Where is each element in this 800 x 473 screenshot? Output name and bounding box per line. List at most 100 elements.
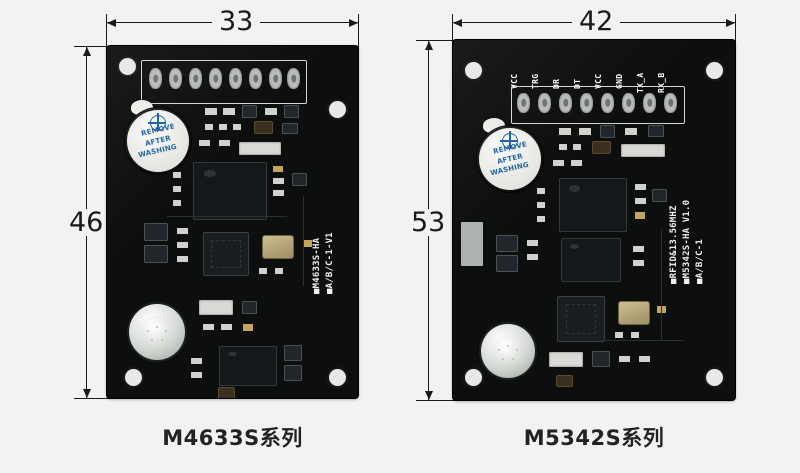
smd-resistor xyxy=(579,128,591,135)
smd-capacitor xyxy=(173,172,181,178)
pin-pad-dt[interactable] xyxy=(580,93,593,113)
smd-mosfet xyxy=(285,366,301,380)
smd-resistor xyxy=(633,246,644,252)
crosshair-icon xyxy=(500,130,518,149)
pcb-trace xyxy=(303,196,304,286)
smd-resistor xyxy=(219,140,230,146)
smd-resistor xyxy=(177,256,188,262)
extension-line-right-side-t xyxy=(416,40,456,41)
pin-pad-vcc-2[interactable] xyxy=(601,93,614,113)
smd-capacitor xyxy=(559,144,567,150)
smd-resistor xyxy=(273,178,284,184)
tantalum-capacitor xyxy=(255,122,272,133)
smd-diode xyxy=(283,124,297,133)
smd-capacitor xyxy=(205,124,213,130)
height-dimension-label-m5342s: 53 xyxy=(404,209,453,236)
pin-pad[interactable] xyxy=(169,68,182,89)
smd-resistor xyxy=(625,128,637,135)
smd-capacitor xyxy=(259,268,267,274)
silkscreen-line-1-m4633s: ■M4633S-HA xyxy=(312,237,322,294)
pin-pad[interactable] xyxy=(269,68,282,89)
pin-pad[interactable] xyxy=(189,68,202,89)
tantalum-capacitor xyxy=(593,142,610,153)
extension-line-right-top-r xyxy=(735,14,736,58)
pin-pad[interactable] xyxy=(149,68,162,89)
smd-transistor xyxy=(243,302,256,313)
crosshair-icon xyxy=(148,112,166,131)
pin-pad-rx-b[interactable] xyxy=(664,93,677,113)
extension-line-left-top-r xyxy=(358,14,359,58)
qfn-chip xyxy=(557,296,605,342)
extension-line-left-side-t xyxy=(74,46,110,47)
smd-transistor xyxy=(653,190,666,201)
smd-capacitor xyxy=(173,186,181,192)
extension-line-right-top-l xyxy=(452,14,453,58)
pin-pad-trg[interactable] xyxy=(538,93,551,113)
main-ic-chip xyxy=(193,162,267,220)
mounting-hole xyxy=(706,62,723,79)
smd-capacitor xyxy=(615,332,623,338)
caption-m4633s: M4633S系列 xyxy=(162,426,303,450)
smd-resistor xyxy=(221,324,232,330)
smd-pad xyxy=(303,240,312,247)
pin-pad[interactable] xyxy=(287,68,300,89)
dome-indicator-lens xyxy=(129,304,185,360)
label-sticker xyxy=(461,222,483,266)
electrolytic-capacitor xyxy=(557,376,572,386)
width-dimension-label-m5342s: 42 xyxy=(572,8,621,35)
smd-resistor xyxy=(559,128,571,135)
smd-capacitor xyxy=(631,332,639,338)
smd-capacitor xyxy=(219,124,227,130)
crystal-oscillator xyxy=(619,302,649,324)
mounting-hole xyxy=(465,369,482,386)
pin-pad-tx-a[interactable] xyxy=(643,93,656,113)
buzzer-film-sticker: REMOVE AFTER WASHING xyxy=(479,128,541,190)
smd-capacitor xyxy=(275,268,283,274)
pcb-board-m4633s: REMOVE AFTER WASHING xyxy=(107,46,358,398)
pcb-trace xyxy=(603,340,683,341)
smd-connector xyxy=(199,300,233,315)
secondary-ic-chip xyxy=(219,346,277,386)
smd-resistor xyxy=(205,108,217,115)
smd-resistor xyxy=(639,356,650,362)
crystal-oscillator xyxy=(263,236,293,258)
smd-capacitor xyxy=(173,200,181,206)
width-dimension-label-m4633s: 33 xyxy=(212,8,261,35)
smd-resistor xyxy=(273,190,284,196)
smd-resistor xyxy=(191,358,202,364)
buzzer-film-sticker: REMOVE AFTER WASHING xyxy=(127,110,189,172)
mounting-hole xyxy=(329,101,346,118)
secondary-ic-chip xyxy=(561,238,621,282)
extension-line-left-side-b xyxy=(74,398,110,399)
pin-pad[interactable] xyxy=(229,68,242,89)
smd-capacitor xyxy=(537,202,545,208)
smd-pad xyxy=(635,212,645,219)
caption-m5342s: M5342S系列 xyxy=(523,426,665,450)
buzzer-m5342s: REMOVE AFTER WASHING xyxy=(477,126,543,192)
smd-pad xyxy=(273,166,283,172)
smd-mosfet xyxy=(593,352,609,366)
smd-resistor xyxy=(635,184,646,190)
dome-indicator-lens xyxy=(481,324,535,378)
pin-pad[interactable] xyxy=(209,68,222,89)
pin-pad-vcc-1[interactable] xyxy=(517,93,530,113)
pin-pad-dr[interactable] xyxy=(559,93,572,113)
main-ic-chip xyxy=(559,178,627,232)
smd-resistor xyxy=(633,260,644,266)
pin-pad[interactable] xyxy=(249,68,262,89)
mounting-hole xyxy=(125,369,142,386)
pin-pad-gnd[interactable] xyxy=(622,93,635,113)
pin-header-outline-m4633s xyxy=(141,60,307,104)
smd-capacitor xyxy=(537,216,545,222)
silkscreen-line-2-m4633s: ■A/B/C-1-V1 xyxy=(325,232,335,294)
edge-connector xyxy=(621,144,665,157)
smd-diode xyxy=(649,126,663,136)
smd-resistor xyxy=(265,108,277,115)
smd-resistor xyxy=(203,324,214,330)
silkscreen-line-1-m5342s: ■RFID&13.56MHZ xyxy=(669,205,679,284)
smd-resistor xyxy=(553,160,564,166)
smd-resistor xyxy=(527,254,538,260)
electrolytic-capacitor xyxy=(219,388,234,398)
smd-mosfet xyxy=(285,346,301,360)
height-dimension-label-m4633s: 46 xyxy=(62,209,111,236)
